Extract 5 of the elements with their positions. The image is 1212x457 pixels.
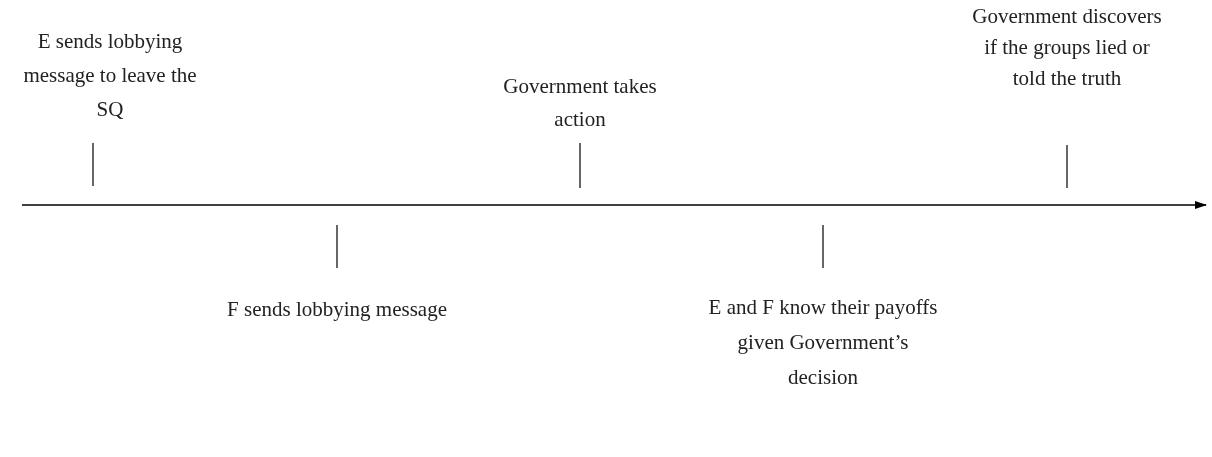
- event-label: Government discovers if the groups lied or told the truth: [971, 3, 1163, 92]
- event-label: E and F know their payoffs given Government’s decision: [707, 294, 939, 391]
- event-label: F sends lobbying message: [226, 296, 448, 323]
- event-label: E sends lobbying message to leave the SQ: [22, 28, 198, 123]
- event-label: Government takes action: [502, 73, 658, 133]
